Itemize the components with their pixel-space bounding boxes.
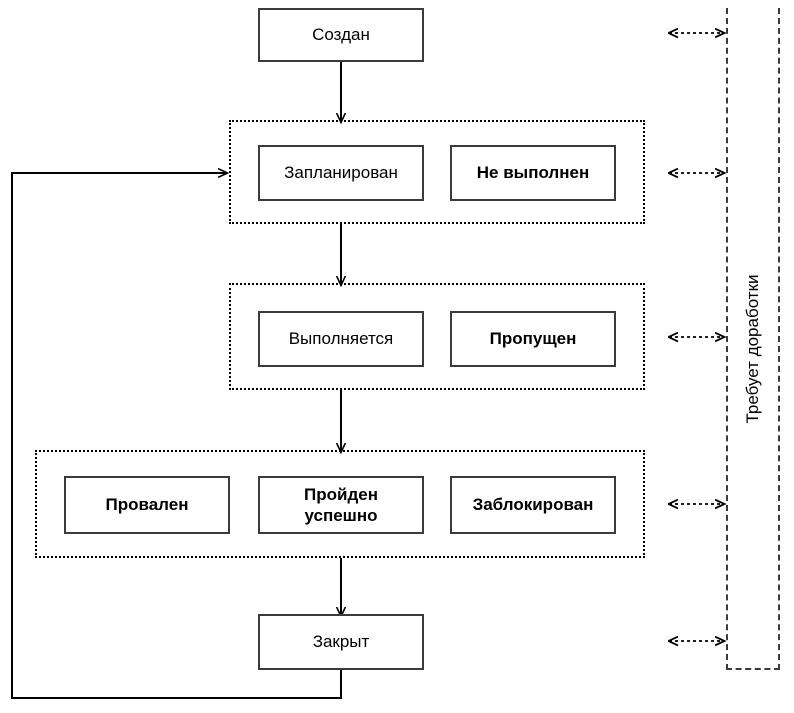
node-failed[interactable]: Провален xyxy=(64,476,230,534)
node-running-label: Выполняется xyxy=(288,329,394,349)
connector-closed-to-planned-loop xyxy=(11,173,342,699)
node-created-label: Создан xyxy=(312,25,370,45)
node-closed[interactable]: Закрыт xyxy=(258,614,424,670)
node-failed-label: Провален xyxy=(105,495,189,515)
group-running xyxy=(229,283,645,390)
group-planned xyxy=(229,120,645,224)
node-passed-label: Пройден успешно xyxy=(304,484,378,525)
node-planned-label: Запланирован xyxy=(284,163,398,183)
node-skipped-label: Пропущен xyxy=(489,329,577,349)
node-created[interactable]: Создан xyxy=(258,8,424,62)
node-blocked[interactable]: Заблокирован xyxy=(450,476,616,534)
node-running[interactable]: Выполняется xyxy=(258,311,424,367)
node-planned[interactable]: Запланирован xyxy=(258,145,424,201)
node-not-done-label: Не выполнен xyxy=(476,163,590,183)
node-blocked-label: Заблокирован xyxy=(472,495,594,515)
node-passed[interactable]: Пройден успешно xyxy=(258,476,424,534)
node-closed-label: Закрыт xyxy=(312,632,370,652)
rework-label: Требует доработки xyxy=(743,274,762,424)
rework-container[interactable] xyxy=(726,8,780,670)
node-not-done[interactable]: Не выполнен xyxy=(450,145,616,201)
node-skipped[interactable]: Пропущен xyxy=(450,311,616,367)
